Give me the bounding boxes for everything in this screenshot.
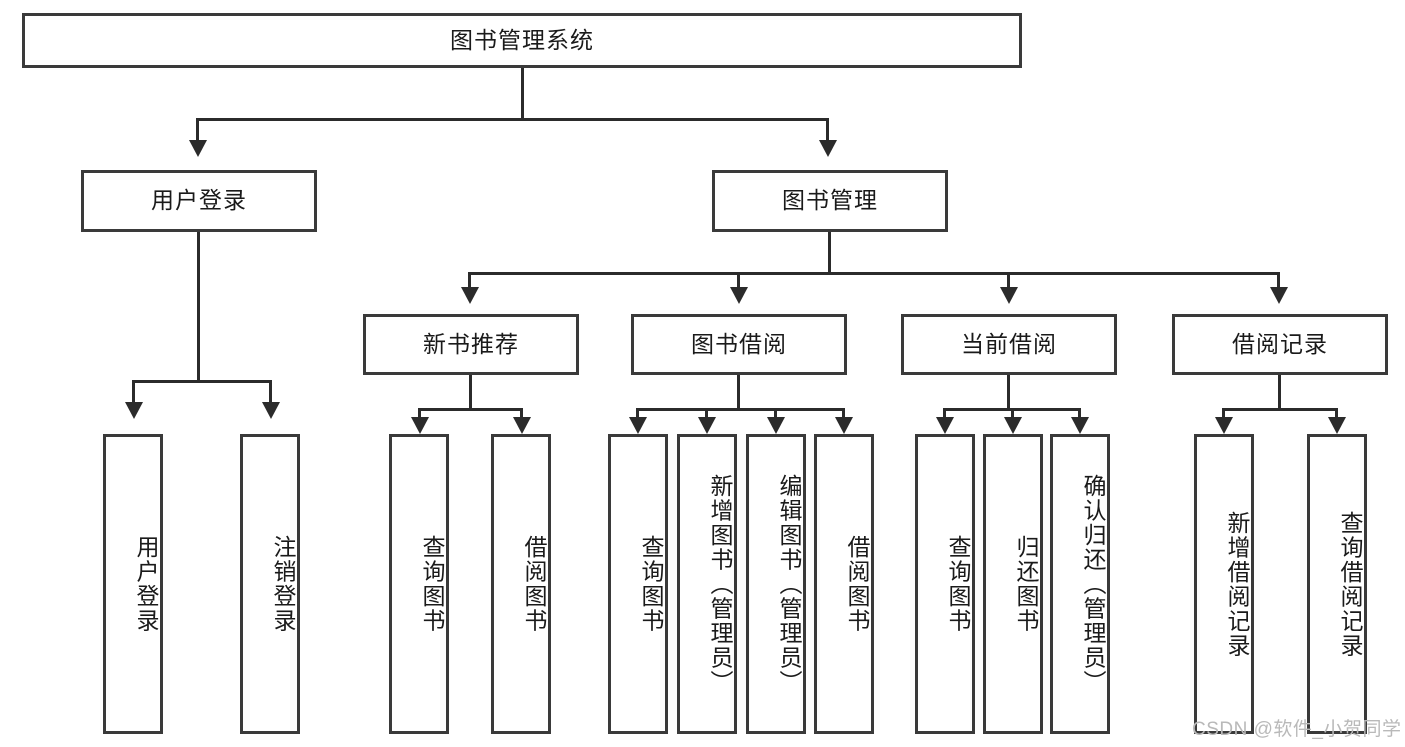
leaf-user-login-logout[interactable]: 注销登录 xyxy=(240,434,300,734)
leaf-label: 新增图书（管理员） xyxy=(707,473,733,695)
leaf-book-borrow-lend[interactable]: 借阅图书 xyxy=(814,434,874,734)
connector-book-mgmt-drop-2 xyxy=(737,272,740,290)
arrow-book-mgmt-to-new-book xyxy=(461,287,479,304)
arrow-book-borrow-leaf-1 xyxy=(629,417,647,434)
connector-current-borrow-drop-1 xyxy=(943,408,946,420)
connector-book-mgmt-drop-1 xyxy=(468,272,471,290)
leaf-label: 编辑图书（管理员） xyxy=(776,473,802,695)
node-label: 借阅记录 xyxy=(1232,330,1328,357)
arrow-user-login-leaf-1 xyxy=(125,402,143,419)
leaf-label: 查询图书 xyxy=(638,535,664,633)
connector-new-book-stem xyxy=(469,375,472,410)
arrow-root-to-user-login xyxy=(189,140,207,157)
connector-new-book-drop-1 xyxy=(418,408,421,420)
arrow-book-mgmt-to-current xyxy=(1000,287,1018,304)
connector-new-book-bar xyxy=(418,408,523,411)
connector-current-borrow-stem xyxy=(1007,375,1010,410)
arrow-current-borrow-leaf-3 xyxy=(1071,417,1089,434)
leaf-label: 借阅图书 xyxy=(521,535,547,633)
node-root-system[interactable]: 图书管理系统 xyxy=(22,13,1022,68)
leaf-label: 注销登录 xyxy=(270,535,296,633)
arrow-borrow-record-leaf-1 xyxy=(1215,417,1233,434)
arrow-new-book-leaf-2 xyxy=(513,417,531,434)
node-label: 图书借阅 xyxy=(691,330,787,357)
connector-root-to-user-login xyxy=(196,118,199,144)
connector-current-borrow-drop-3 xyxy=(1078,408,1081,420)
leaf-book-borrow-query[interactable]: 查询图书 xyxy=(608,434,668,734)
leaf-label: 查询借阅记录 xyxy=(1337,510,1363,658)
connector-book-borrow-drop-1 xyxy=(636,408,639,420)
connector-borrow-record-drop-2 xyxy=(1335,408,1338,420)
connector-book-borrow-drop-4 xyxy=(842,408,845,420)
node-label: 新书推荐 xyxy=(423,330,519,357)
leaf-current-borrow-confirm[interactable]: 确认归还（管理员） xyxy=(1050,434,1110,734)
leaf-label: 确认归还（管理员） xyxy=(1080,473,1106,695)
connector-borrow-record-stem xyxy=(1278,375,1281,410)
arrow-new-book-leaf-1 xyxy=(411,417,429,434)
leaf-book-borrow-add[interactable]: 新增图书（管理员） xyxy=(677,434,737,734)
arrow-root-to-book-mgmt xyxy=(819,140,837,157)
arrow-book-borrow-leaf-2 xyxy=(698,417,716,434)
connector-current-borrow-drop-2 xyxy=(1011,408,1014,420)
connector-user-login-drop-2 xyxy=(269,380,272,406)
connector-borrow-record-bar xyxy=(1222,408,1338,411)
connector-book-borrow-bar xyxy=(636,408,844,411)
node-label: 图书管理系统 xyxy=(450,26,594,53)
node-current-borrow[interactable]: 当前借阅 xyxy=(901,314,1117,375)
connector-root-to-book-mgmt xyxy=(826,118,829,144)
leaf-label: 借阅图书 xyxy=(844,535,870,633)
connector-book-mgmt-drop-3 xyxy=(1007,272,1010,290)
leaf-borrow-record-query[interactable]: 查询借阅记录 xyxy=(1307,434,1367,734)
node-book-management[interactable]: 图书管理 xyxy=(712,170,948,232)
node-user-login[interactable]: 用户登录 xyxy=(81,170,317,232)
connector-book-mgmt-drop-4 xyxy=(1277,272,1280,290)
leaf-new-book-query[interactable]: 查询图书 xyxy=(389,434,449,734)
leaf-label: 查询图书 xyxy=(945,535,971,633)
node-book-borrow[interactable]: 图书借阅 xyxy=(631,314,847,375)
leaf-current-borrow-return[interactable]: 归还图书 xyxy=(983,434,1043,734)
node-label: 当前借阅 xyxy=(961,330,1057,357)
connector-user-login-drop-1 xyxy=(132,380,135,406)
node-label: 用户登录 xyxy=(151,187,247,214)
leaf-label: 查询图书 xyxy=(419,535,445,633)
arrow-current-borrow-leaf-2 xyxy=(1004,417,1022,434)
connector-borrow-record-drop-1 xyxy=(1222,408,1225,420)
leaf-book-borrow-edit[interactable]: 编辑图书（管理员） xyxy=(746,434,806,734)
arrow-borrow-record-leaf-2 xyxy=(1328,417,1346,434)
connector-book-borrow-stem xyxy=(737,375,740,410)
arrow-current-borrow-leaf-1 xyxy=(936,417,954,434)
leaf-borrow-record-add[interactable]: 新增借阅记录 xyxy=(1194,434,1254,734)
connector-book-mgmt-stem xyxy=(828,232,831,274)
connector-book-borrow-drop-3 xyxy=(774,408,777,420)
connector-new-book-drop-2 xyxy=(520,408,523,420)
leaf-label: 用户登录 xyxy=(133,535,159,633)
connector-current-borrow-bar xyxy=(943,408,1078,411)
arrow-book-mgmt-to-borrow xyxy=(730,287,748,304)
connector-book-borrow-drop-2 xyxy=(705,408,708,420)
connector-book-mgmt-bar xyxy=(468,272,1280,275)
leaf-new-book-borrow[interactable]: 借阅图书 xyxy=(491,434,551,734)
arrow-book-mgmt-to-record xyxy=(1270,287,1288,304)
leaf-label: 归还图书 xyxy=(1013,535,1039,633)
connector-root-bar xyxy=(196,118,829,121)
connector-root-stem xyxy=(521,68,524,120)
node-borrow-record[interactable]: 借阅记录 xyxy=(1172,314,1388,375)
leaf-user-login-login[interactable]: 用户登录 xyxy=(103,434,163,734)
node-label: 图书管理 xyxy=(782,187,878,214)
leaf-label: 新增借阅记录 xyxy=(1224,510,1250,658)
leaf-current-borrow-query[interactable]: 查询图书 xyxy=(915,434,975,734)
arrow-user-login-leaf-2 xyxy=(262,402,280,419)
connector-user-login-bar xyxy=(132,380,272,383)
arrow-book-borrow-leaf-4 xyxy=(835,417,853,434)
arrow-book-borrow-leaf-3 xyxy=(767,417,785,434)
node-new-book-recommend[interactable]: 新书推荐 xyxy=(363,314,579,375)
connector-user-login-stem xyxy=(197,232,200,382)
watermark-text: CSDN @软件_小贺同学 xyxy=(1192,719,1402,740)
